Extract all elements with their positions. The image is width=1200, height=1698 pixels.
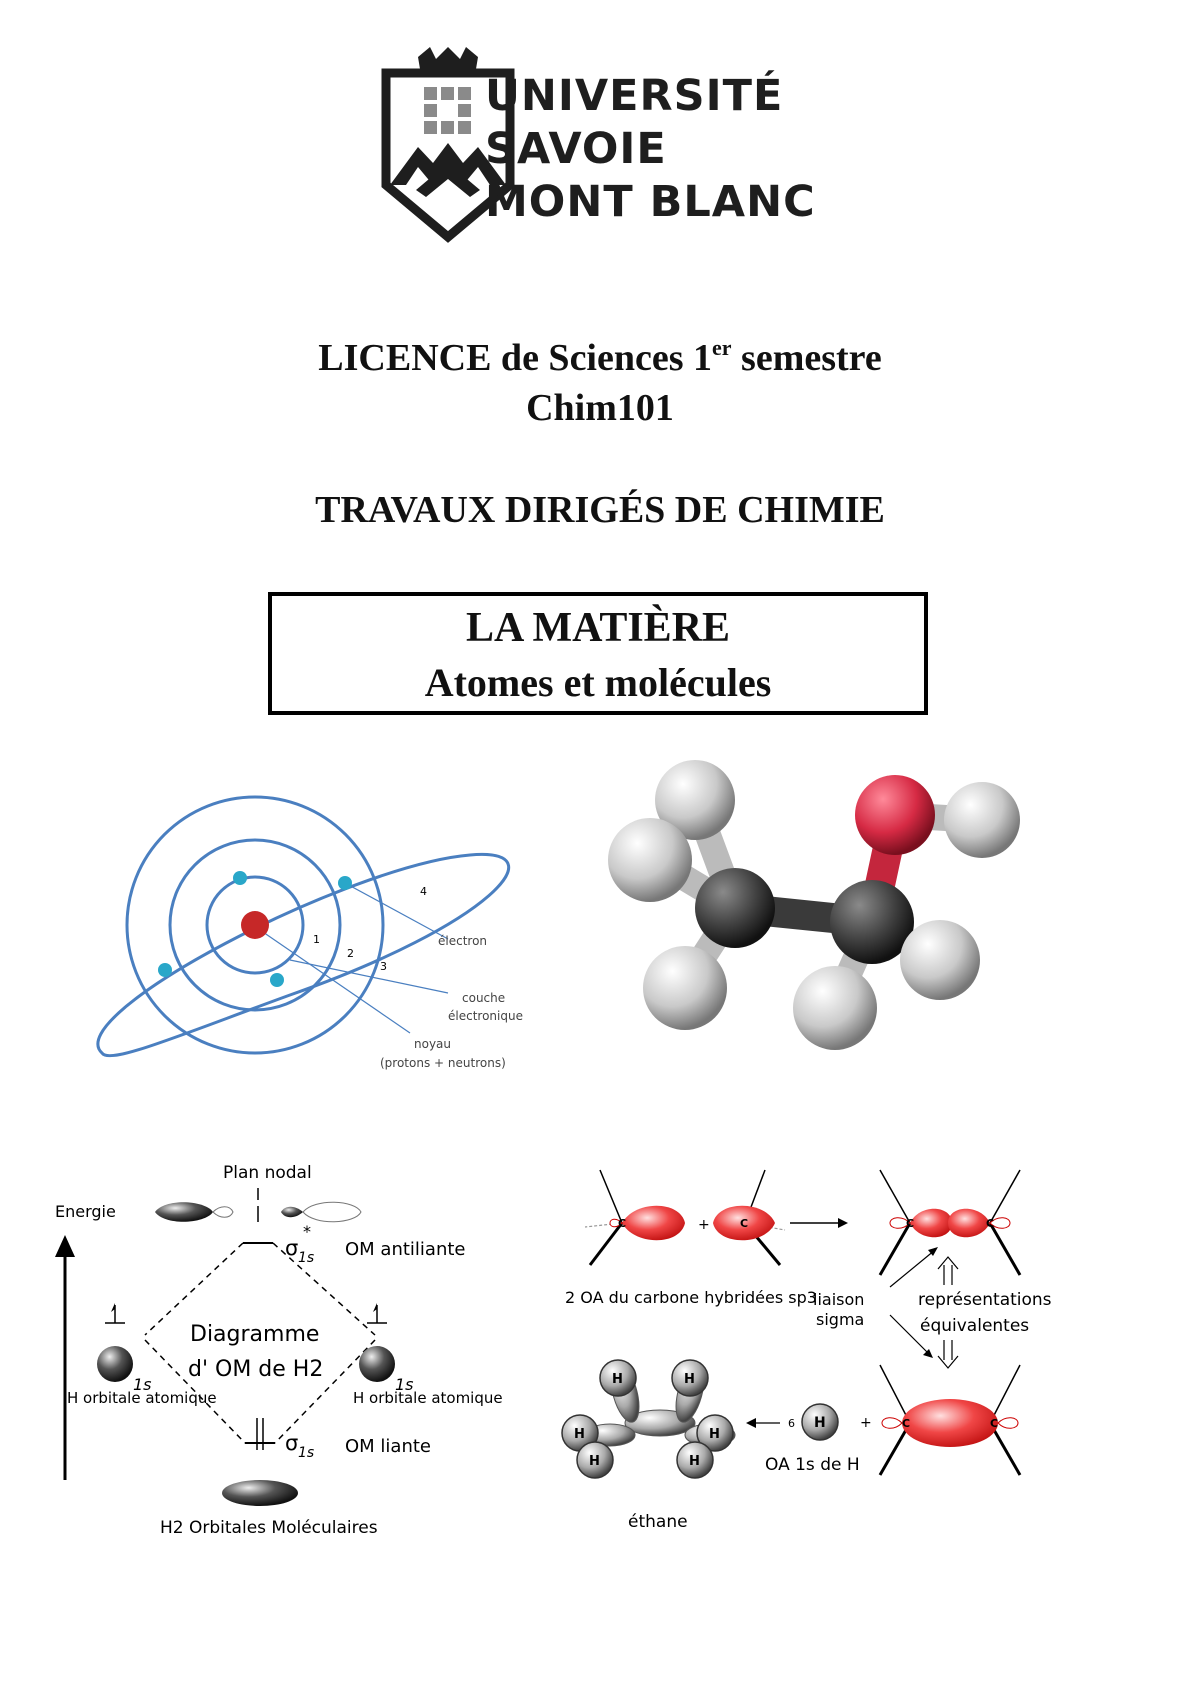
arrow-up-icon bbox=[55, 1235, 75, 1257]
electron-icon bbox=[233, 871, 247, 885]
ethane-h-2: H bbox=[684, 1372, 695, 1387]
shell-number-3: 3 bbox=[380, 960, 387, 973]
ao-1s-right: 1s bbox=[395, 1375, 414, 1394]
ethane-h-6: H bbox=[689, 1454, 700, 1469]
liaison-label: liaison bbox=[813, 1290, 864, 1309]
ethane-h-3: H bbox=[574, 1427, 585, 1442]
sigma-star-symbol: σ bbox=[285, 1236, 298, 1260]
licence-suffix: semestre bbox=[731, 337, 882, 379]
sigma-sub: 1s bbox=[298, 1445, 314, 1461]
hydrogen-orbital-icon bbox=[801, 1403, 839, 1441]
shell-label-1: couche bbox=[462, 991, 505, 1005]
chapter-title: LA MATIÈRE bbox=[465, 605, 731, 651]
plus-sign-1: + bbox=[698, 1217, 710, 1233]
chapter-title-box: LA MATIÈRE Atomes et molécules bbox=[268, 592, 928, 715]
double-arrow-icon bbox=[937, 1256, 959, 1369]
star-symbol: * bbox=[303, 1222, 311, 1241]
university-logo: UNIVERSITÉ SAVOIE MONT BLANC bbox=[330, 30, 890, 280]
ethanol-molecule-model bbox=[608, 760, 1020, 1050]
sigma-star-sub: 1s bbox=[298, 1250, 314, 1266]
om-antiliante-label: OM antiliante bbox=[345, 1239, 466, 1260]
carbon-left-label: C bbox=[618, 1217, 626, 1230]
oa-carbon-label: 2 OA du carbone hybridées sp3 bbox=[565, 1288, 817, 1307]
chapter-subtitle: Atomes et molécules bbox=[424, 660, 772, 705]
shell-number-4: 4 bbox=[420, 885, 427, 898]
h2-om-label: H2 Orbitales Moléculaires bbox=[160, 1518, 378, 1538]
energy-label: Energie bbox=[55, 1202, 116, 1221]
carbon-b-label: C bbox=[986, 1217, 994, 1230]
nucleus-icon bbox=[241, 911, 269, 939]
h2-mo-diagram: Energie Plan nodal σ * 1s OM antiliante … bbox=[55, 1163, 503, 1538]
shell-label-2: électronique bbox=[448, 1009, 523, 1023]
ethane-h-5: H bbox=[589, 1454, 600, 1469]
carbon-right-label: C bbox=[740, 1217, 748, 1230]
atom-diagram: 1 2 3 4 électron couche électronique noy… bbox=[96, 795, 523, 1070]
ethane-h-1: H bbox=[612, 1372, 623, 1387]
electron-label: électron bbox=[438, 934, 487, 948]
equivalentes-label: équivalentes bbox=[920, 1316, 1029, 1336]
oa-h-label: OA 1s de H bbox=[765, 1455, 860, 1475]
sigma-label: sigma bbox=[816, 1310, 864, 1329]
logo-line-2: SAVOIE bbox=[485, 124, 667, 174]
electron-icon bbox=[270, 973, 284, 987]
nucleus-label-1: noyau bbox=[414, 1037, 451, 1051]
ethane-label: éthane bbox=[628, 1512, 688, 1532]
course-code: Chim101 bbox=[526, 387, 674, 429]
h-ao-right-label: H orbitale atomique bbox=[353, 1389, 503, 1407]
university-crest-icon bbox=[381, 47, 515, 243]
td-title: TRAVAUX DIRIGÉS DE CHIMIE bbox=[315, 489, 885, 531]
electron-icon bbox=[158, 963, 172, 977]
plus-sign-2: + bbox=[860, 1415, 872, 1431]
logo-line-1: UNIVERSITÉ bbox=[485, 71, 784, 121]
representations-label: représentations bbox=[918, 1290, 1052, 1310]
licence-title: LICENCE de Sciences 1er semestre bbox=[0, 335, 1200, 380]
om-liante-label: OM liante bbox=[345, 1436, 431, 1457]
electron-icon bbox=[338, 876, 352, 890]
ethane-h-4: H bbox=[709, 1427, 720, 1442]
nucleus-label-2: (protons + neutrons) bbox=[380, 1056, 506, 1070]
diagram-label-1: Diagramme bbox=[190, 1322, 319, 1347]
sigma-symbol: σ bbox=[285, 1431, 298, 1455]
carbon-d-label: C bbox=[990, 1417, 998, 1430]
plan-nodal-label: Plan nodal bbox=[223, 1163, 312, 1183]
six-count: 6 bbox=[788, 1417, 795, 1430]
h-ao-left-label: H orbitale atomique bbox=[67, 1389, 217, 1407]
sp3-carbon-left: C bbox=[584, 1169, 685, 1266]
ao-1s-left: 1s bbox=[133, 1375, 152, 1394]
ethane-hybridization-diagram: C + C C C 2 OA du carbone hybridées sp3 … bbox=[561, 1169, 1052, 1532]
ethane-orbital-model: H H H H H H bbox=[561, 1359, 736, 1479]
diagram-label-2: d' OM de H2 bbox=[188, 1357, 323, 1382]
logo-line-3: MONT BLANC bbox=[485, 177, 816, 227]
carbon-c-label: C bbox=[902, 1417, 910, 1430]
sigma-overlap-top: C C bbox=[878, 1169, 1022, 1276]
carbon-a-label: C bbox=[906, 1217, 914, 1230]
h2-molecular-orbital-icon bbox=[222, 1480, 298, 1506]
shell-number-2: 2 bbox=[347, 947, 354, 960]
sigma-bond-ellipse: C C bbox=[878, 1364, 1022, 1476]
licence-superscript: er bbox=[712, 335, 732, 360]
h-label: H bbox=[814, 1415, 826, 1431]
shell-number-1: 1 bbox=[313, 933, 320, 946]
licence-prefix: LICENCE de Sciences 1 bbox=[318, 337, 713, 379]
h-atomic-orbital-icon bbox=[359, 1346, 395, 1382]
arrowhead-icon bbox=[838, 1218, 848, 1228]
sp3-carbon-right: C bbox=[713, 1169, 786, 1266]
h-atomic-orbital-icon bbox=[97, 1346, 133, 1382]
